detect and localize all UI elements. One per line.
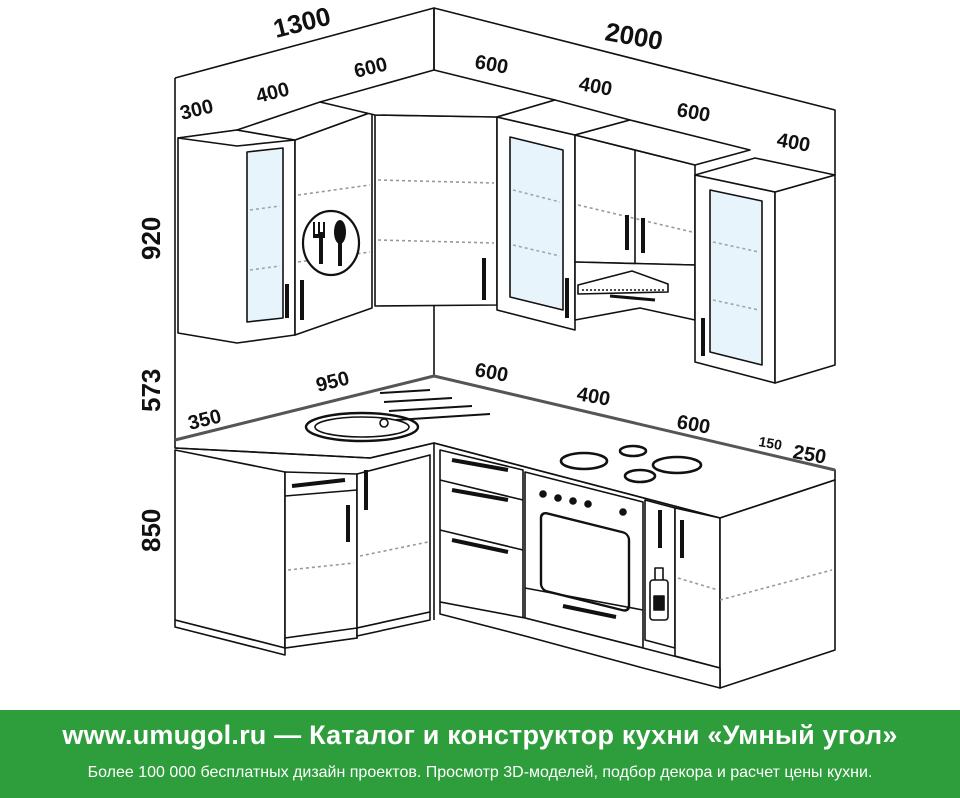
lower-right-cabinets: [674, 479, 836, 689]
plinth: [174, 601, 721, 689]
plate-icon: [301, 209, 361, 277]
dim-upper-600-right: 600: [473, 51, 510, 78]
dim-lower-150: 150: [757, 433, 783, 453]
oven: [524, 471, 644, 649]
dim-height-573: 573: [136, 369, 166, 412]
dim-upper-300: 300: [178, 95, 216, 124]
upper-left-glass-cabinet: [177, 129, 296, 344]
dim-height-850: 850: [136, 509, 166, 552]
upper-corner-cabinet: [319, 69, 556, 307]
dim-upper-400-end: 400: [775, 129, 812, 156]
sink: [304, 389, 491, 443]
dim-upper-400-right: 400: [577, 73, 614, 100]
cooktop: [559, 444, 703, 484]
lower-left-cabinets: [174, 449, 431, 649]
lower-drawer-unit: [439, 449, 524, 619]
dim-height-920: 920: [136, 217, 166, 260]
cutlery-icon: [313, 220, 346, 266]
dim-upper-600-right2: 600: [675, 99, 712, 126]
room-wall-right-top: [433, 7, 836, 175]
banner-title[interactable]: www.umugol.ru — Каталог и конструктор ку…: [62, 720, 898, 750]
dim-lower-600: 600: [473, 359, 510, 386]
upper-left-plate-cabinet: [236, 101, 373, 336]
dim-upper-400-left: 400: [254, 78, 292, 107]
banner-subtitle: Более 100 000 бесплатных дизайн проектов…: [87, 764, 873, 781]
range-hood: [577, 270, 669, 302]
dim-upper-600-left: 600: [352, 53, 390, 82]
dim-2000: 2000: [603, 16, 665, 56]
upper-right-end-glass-cabinet: [694, 157, 836, 384]
dim-lower-950: 950: [314, 367, 352, 396]
kitchen-diagram: 1300 2000 300 400 600 600 400 600 400 92…: [136, 1, 836, 689]
dim-lower-400: 400: [575, 383, 612, 410]
footer-banner: www.umugol.ru — Каталог и конструктор ку…: [0, 710, 960, 798]
upper-right-glass-cabinet: [496, 99, 631, 331]
lower-bottle-cabinet: [644, 499, 676, 649]
bottle-icon: [649, 567, 669, 621]
